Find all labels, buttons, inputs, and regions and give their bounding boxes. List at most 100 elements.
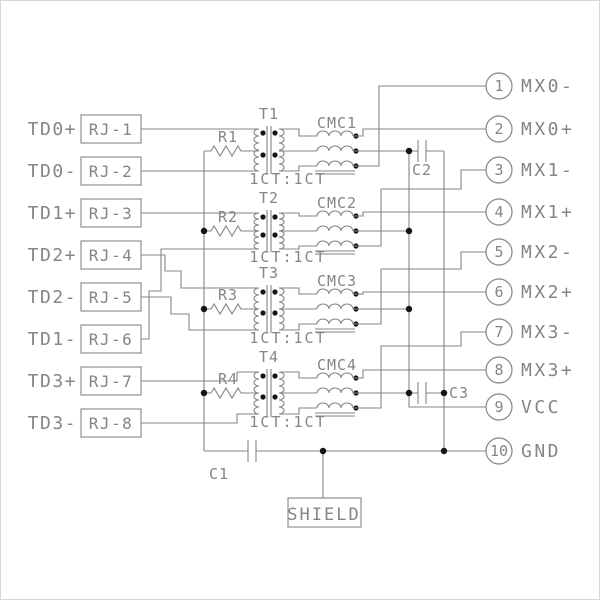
capacitor-c3-label: C3 — [449, 384, 469, 402]
input-signal-label: TD0- — [28, 161, 77, 182]
t2-core — [266, 210, 272, 252]
transformer-t4-label: T4 — [259, 348, 279, 366]
crossover-rj4-to-t3-top — [141, 254, 259, 289]
vcc-rail — [408, 151, 486, 408]
input-wires-straight — [141, 128, 259, 424]
cmc3-winding-a — [316, 288, 354, 295]
input-row-4: TD2+ RJ-4 — [28, 240, 142, 270]
junction-dot — [440, 389, 448, 397]
junction-dot — [405, 389, 413, 397]
input-row-3: TD1+ RJ-3 — [28, 198, 142, 228]
input-row-6: TD1- RJ-6 — [28, 324, 142, 354]
input-signal-label: TD3+ — [28, 371, 77, 392]
rj-port-label: RJ-6 — [89, 330, 134, 349]
t2-phase-dot — [260, 232, 266, 238]
pin-circle — [485, 238, 513, 266]
rj-port-label: RJ-4 — [89, 246, 134, 265]
resistor-r2-label: R2 — [218, 208, 238, 226]
transformer-t3-label: T3 — [259, 264, 279, 282]
pin-8: 8 MX3+ — [485, 356, 574, 384]
transformer-t1: T1 1CT:1CT — [249, 105, 326, 188]
junction-dot — [200, 227, 208, 235]
rj-port-label: RJ-2 — [89, 162, 134, 181]
input-signal-label: TD3- — [28, 413, 77, 434]
cmc2-winding-c — [316, 240, 354, 247]
shield: SHIELD — [287, 451, 362, 528]
channel-2-output-wires — [353, 169, 486, 247]
pin-10: 10 GND — [485, 437, 561, 465]
capacitor-c3: C3 — [409, 382, 469, 404]
pin-label: MX1- — [521, 160, 574, 181]
capacitor-c1-label: C1 — [209, 465, 229, 483]
junction-dot — [200, 305, 208, 313]
resistor-r3-label: R3 — [218, 286, 238, 304]
cmc2-core — [315, 250, 355, 255]
choke-cmc3-label: CMC3 — [317, 272, 357, 290]
pin-number: 5 — [494, 243, 503, 261]
pin-circle — [485, 318, 513, 346]
t3-core — [266, 285, 272, 333]
cmc1-core — [315, 170, 355, 175]
pin-number: 8 — [494, 361, 503, 379]
pin-circle — [485, 278, 513, 306]
t4-phase-dot — [260, 373, 266, 379]
t3-phase-dot — [260, 289, 266, 295]
transformer-t4-ratio: 1CT:1CT — [249, 413, 326, 431]
cmc4-winding-b — [316, 387, 354, 394]
channel-4-link-wires — [279, 371, 317, 415]
t2-phase-dot — [260, 214, 266, 220]
pin-circle — [485, 198, 513, 226]
resistor-r3-body — [204, 302, 259, 316]
input-signal-label: TD2- — [28, 287, 77, 308]
resistor-r4-label: R4 — [218, 370, 238, 388]
resistor-r4-body — [204, 386, 259, 400]
pin-number: 7 — [494, 323, 503, 341]
pin-label: MX2+ — [521, 282, 574, 303]
capacitor-c1: C1 — [204, 440, 486, 483]
transformer-t3-ratio: 1CT:1CT — [249, 329, 326, 347]
choke-cmc4-label: CMC4 — [317, 356, 357, 374]
t4-core — [266, 369, 272, 417]
input-row-5: TD2- RJ-5 — [28, 282, 142, 312]
pin-1: 1 MX0- — [485, 72, 572, 100]
c3-plates — [417, 382, 427, 404]
t1-core — [266, 126, 272, 174]
shield-box — [287, 497, 362, 528]
rj-port-label: RJ-3 — [89, 204, 134, 223]
t4-phase-dot — [272, 373, 278, 379]
resistor-r1-body — [204, 144, 259, 158]
t3-phase-dot — [272, 310, 278, 316]
resistor-r4: R4 — [204, 370, 259, 400]
pin-3: 3 MX1- — [485, 156, 574, 184]
pin-circle — [485, 437, 513, 465]
t1-primary-winding — [253, 128, 260, 172]
t3-phase-dot — [260, 310, 266, 316]
transformer-t2-label: T2 — [259, 189, 279, 207]
transformer-t1-label: T1 — [259, 105, 279, 123]
rj-port-label: RJ-5 — [89, 288, 134, 307]
capacitor-c2-label: C2 — [412, 161, 432, 179]
resistor-r2: R2 — [204, 208, 259, 238]
junction-dot — [405, 227, 413, 235]
pin-label: MX3+ — [521, 360, 574, 381]
pin-5: 5 MX2- — [485, 238, 572, 266]
pin-circle — [485, 156, 513, 184]
input-row-2: TD0- RJ-2 — [28, 156, 142, 186]
t1-phase-dot — [272, 152, 278, 158]
input-signal-label: TD1- — [28, 329, 77, 350]
cmc1-winding-c — [316, 160, 354, 167]
pin-label: VCC — [521, 397, 561, 418]
t4-phase-dot — [260, 394, 266, 400]
pin-number: 4 — [494, 203, 503, 221]
transformer-t2-ratio: 1CT:1CT — [249, 248, 326, 266]
input-row-8: TD3- RJ-8 — [28, 408, 142, 438]
pin-number: 9 — [494, 398, 503, 416]
transformer-t1-ratio: 1CT:1CT — [249, 170, 326, 188]
pin-2: 2 MX0+ — [485, 115, 572, 143]
cmc3-winding-b — [316, 303, 354, 310]
t2-phase-dot — [272, 232, 278, 238]
pin-4: 4 MX1+ — [485, 198, 572, 226]
pin-label: GND — [521, 441, 561, 462]
t3-primary-winding — [253, 287, 260, 331]
choke-cmc2-label: CMC2 — [317, 194, 357, 212]
